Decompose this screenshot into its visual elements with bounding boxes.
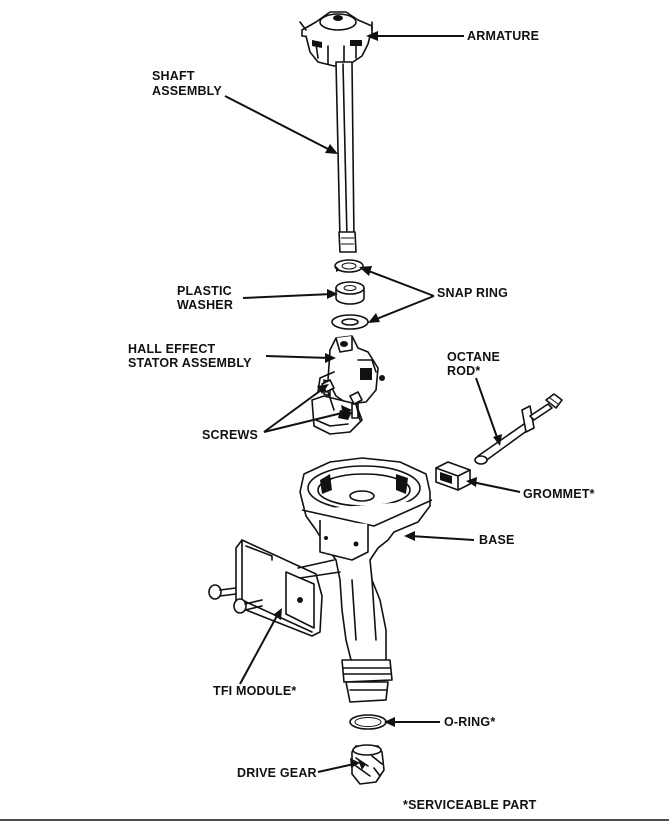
plastic-washer-part	[335, 281, 365, 305]
label-plastic-line1: PLASTIC	[177, 284, 232, 298]
drive-gear-part	[351, 744, 385, 785]
label-plastic-line2: WASHER	[177, 298, 233, 312]
tfi-screws-part	[208, 584, 263, 614]
snap-ring-upper-part	[334, 259, 364, 273]
label-base: BASE	[479, 533, 515, 547]
armature-part	[299, 11, 373, 67]
label-drive-gear: DRIVE GEAR	[237, 766, 317, 780]
label-snap-ring: SNAP RING	[437, 286, 508, 300]
label-tfi-module: TFI MODULE*	[213, 684, 296, 698]
stator-screws-part	[321, 379, 363, 421]
label-screws: SCREWS	[202, 428, 258, 442]
o-ring-part	[349, 714, 387, 730]
label-octane-line2: ROD*	[447, 364, 480, 378]
snap-ring-lower-part	[331, 314, 369, 330]
base-part	[299, 457, 433, 703]
shaft-assembly-part	[335, 61, 357, 253]
leader-lines	[224, 31, 521, 773]
tfi-module-part	[235, 539, 341, 637]
label-footnote: *SERVICEABLE PART	[403, 798, 537, 812]
grommet-part	[435, 461, 471, 491]
hall-effect-stator-part	[311, 335, 385, 435]
label-grommet: GROMMET*	[523, 487, 595, 501]
label-hall-line2: STATOR ASSEMBLY	[128, 356, 252, 370]
octane-rod-part	[474, 393, 563, 465]
label-hall-line1: HALL EFFECT	[128, 342, 216, 356]
label-armature: ARMATURE	[467, 29, 539, 43]
label-octane-line1: OCTANE	[447, 350, 500, 364]
label-shaft-line1: SHAFT	[152, 69, 195, 83]
label-shaft-line2: ASSEMBLY	[152, 84, 222, 98]
label-o-ring: O-RING*	[444, 715, 495, 729]
